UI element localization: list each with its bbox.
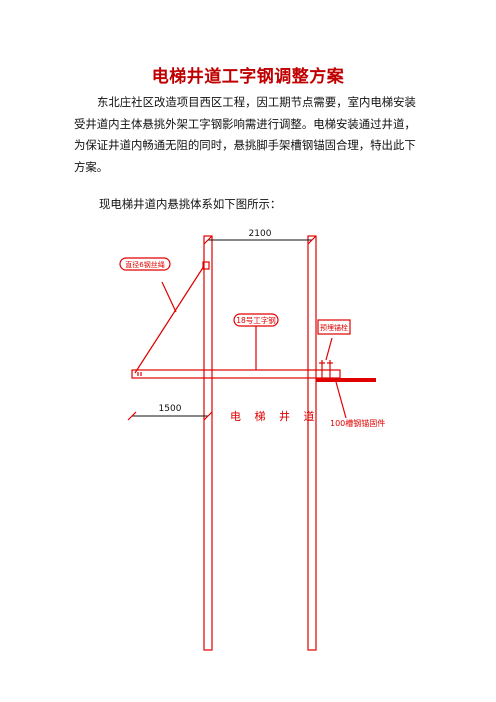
dim-top-label: 2100 [249,229,272,239]
wire-rope-anchor [202,261,210,270]
body-paragraph-text: 东北庄社区改造项目西区工程，因工期节点需要，室内电梯安装受井道内主体悬挑外架工字… [74,95,416,174]
wire-rope [134,265,205,374]
wire-label-leader [161,281,177,313]
ibeam-label-text: 18号工字钢 [236,315,276,325]
i-beam [131,369,341,379]
wire-label-text: 直径6钢丝绳 [125,260,164,269]
dim-left-tick-right [203,411,213,421]
shaft-label: 电 梯 井 道 [230,409,320,423]
right-wall [307,235,317,651]
wire-label-tag [119,257,171,271]
dim-top-tick-right [307,235,317,245]
document-title: 电梯井道工字钢调整方案 [151,67,345,87]
dim-top-tick-left [203,235,213,245]
channel-label-leader [335,381,347,419]
anchor-label-text: 预埋锚栓 [320,323,348,332]
anchor-label-leader [325,337,333,361]
figure-intro: 现电梯井道内悬挑体系如下图所示： [99,197,282,211]
dim-left-tick-left [127,411,137,421]
channel-label-text: 100槽钢锚固件 [330,418,385,428]
channel-anchor [316,378,376,382]
dim-left-label: 1500 [159,404,182,414]
left-wall [203,235,213,651]
anchor-label-tag [317,319,351,335]
body-paragraph: 东北庄社区改造项目西区工程，因工期节点需要，室内电梯安装受井道内主体悬挑外架工字… [74,92,424,178]
